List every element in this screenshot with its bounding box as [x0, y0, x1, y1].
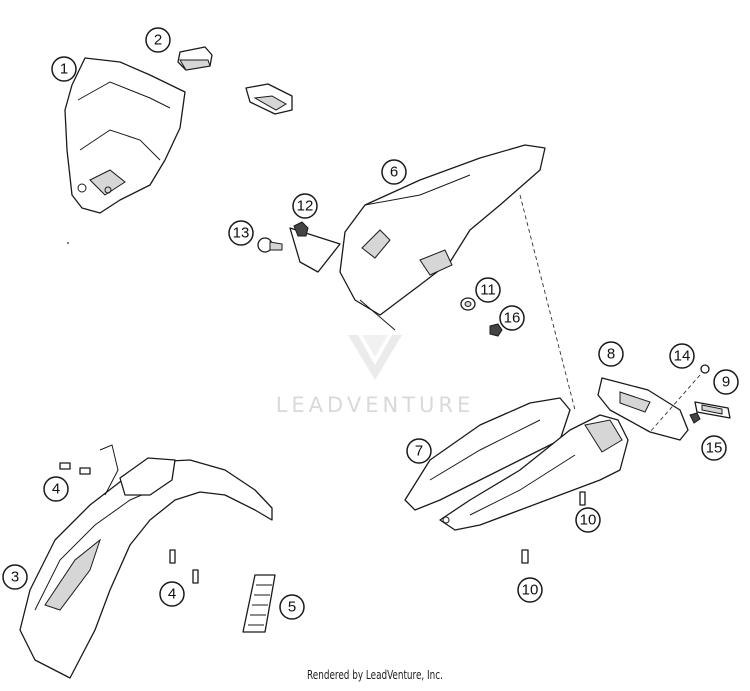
callout-7: 7 — [406, 438, 432, 464]
callout-5: 5 — [279, 594, 305, 620]
side-panel-upper — [404, 397, 571, 511]
callout-8: 8 — [598, 341, 624, 367]
footer-credit: Rendered by LeadVenture, Inc. — [307, 668, 443, 682]
callout-label: 10 — [522, 582, 539, 599]
callout-label: 15 — [706, 440, 723, 457]
callout-label: 2 — [154, 32, 162, 49]
callout-2: 2 — [145, 27, 171, 53]
callout-10-upper: 10 — [575, 507, 601, 533]
bolt-10-lower — [521, 549, 529, 564]
callout-6: 6 — [381, 159, 407, 185]
side-panel-lower — [439, 414, 629, 531]
callout-4-upper: 4 — [43, 476, 69, 502]
callout-label: 10 — [580, 512, 597, 529]
callout-13: 13 — [228, 220, 254, 246]
headlight-clamp-upper — [177, 46, 213, 71]
headlight-mask — [64, 57, 186, 214]
callout-label: 12 — [297, 198, 314, 215]
screw-4-upper — [59, 462, 91, 475]
callout-label: 7 — [415, 443, 423, 460]
callout-16: 16 — [499, 305, 525, 331]
callout-label: 13 — [233, 225, 250, 242]
washer-11 — [460, 297, 476, 311]
license-bracket — [597, 377, 689, 441]
callout-label: 9 — [722, 374, 730, 391]
bolt-10-upper — [579, 491, 586, 506]
headlight-clamp-lower — [245, 83, 293, 115]
nut-16 — [489, 323, 503, 337]
callout-label: 6 — [390, 164, 398, 181]
callout-label: 3 — [11, 569, 19, 586]
callout-label: 1 — [60, 61, 68, 78]
callout-4-lower: 4 — [159, 581, 185, 607]
callout-label: 16 — [504, 310, 521, 327]
callout-14: 14 — [669, 343, 695, 369]
callout-1: 1 — [51, 56, 77, 82]
screw-14 — [700, 364, 710, 374]
callout-label: 14 — [674, 348, 691, 365]
callout-label: 5 — [288, 599, 296, 616]
callout-9: 9 — [713, 369, 739, 395]
callout-15: 15 — [701, 435, 727, 461]
callout-label: 4 — [168, 586, 176, 603]
nut-15 — [689, 412, 701, 424]
callout-label: 8 — [607, 346, 615, 363]
watermark-logo — [348, 335, 402, 380]
leader-line-bracket — [649, 374, 701, 433]
callout-3: 3 — [2, 564, 28, 590]
callout-label: 4 — [52, 481, 60, 498]
reflector — [694, 401, 731, 419]
decal-strip — [242, 574, 276, 633]
nut-12 — [293, 221, 309, 237]
front-fender — [19, 444, 273, 679]
watermark-text: LEADVENTURE — [276, 393, 475, 417]
screw-13 — [257, 237, 283, 253]
callout-11: 11 — [475, 277, 501, 303]
rear-fender — [289, 144, 546, 331]
callout-label: 11 — [480, 282, 496, 299]
screw-4-lower — [169, 549, 199, 584]
leader-line-fender — [519, 194, 576, 411]
callout-12: 12 — [292, 193, 318, 219]
callout-10-lower: 10 — [517, 577, 543, 603]
